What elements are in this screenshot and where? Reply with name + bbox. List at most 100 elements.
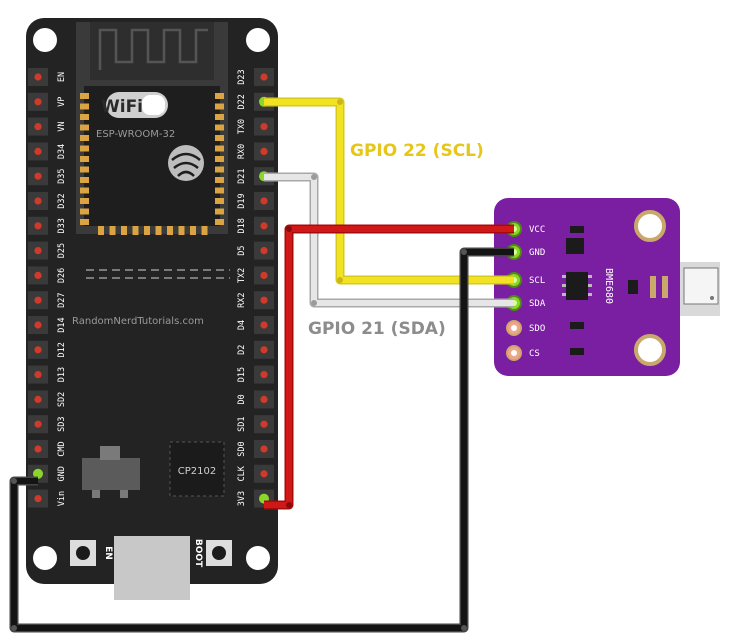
watermark: RandomNerdTutorials.com [72,316,204,327]
sensor-name: BME680 [603,268,614,304]
pin-pad [260,470,268,478]
pin-sd1: SD1 [237,415,274,434]
pin-label: Vin [57,491,67,506]
pin-vn: VN [28,117,67,136]
pin-pad [260,123,268,131]
module-pad [144,226,150,235]
module-pad [167,226,173,235]
pin-pad [260,395,268,403]
wires [9,97,514,633]
mount-hole-bottom-left [33,546,57,570]
module-pad [132,226,139,235]
wifi-logo-text: WiFi [101,97,143,117]
pin-pad [34,222,42,230]
sensor-ic [562,272,592,300]
module-pad [215,198,224,204]
sensor-regulator [566,238,584,254]
sensor-pin-label: SCL [529,276,545,286]
pin-d2: D2 [237,340,274,359]
module-pad [215,124,224,131]
pin-label: TX2 [237,268,247,283]
pin-pad [34,123,42,131]
pin-label: RX0 [237,144,247,159]
cp2102-chip: CP2102 [169,441,225,497]
pin-pad [34,197,42,205]
pin-label: D12 [57,342,67,357]
pin-pad [260,420,268,428]
pin-d19: D19 [237,192,274,210]
pin-label: D0 [237,394,247,404]
module-pad [80,103,89,110]
pin-label: RX2 [237,293,247,308]
module-pad [215,135,224,141]
pin-tx0: TX0 [237,117,274,136]
pin-d35: D35 [28,167,67,186]
pin-pad [260,271,268,279]
module-pad [80,198,89,204]
sensor-pin-hole [511,350,517,356]
pin-en: EN [28,68,67,86]
pin-pad [260,197,268,205]
pin-pad [260,321,268,329]
pin-pad [260,296,268,304]
module-pad [215,187,224,194]
pin-pad [260,147,268,155]
pin-pad [34,495,42,503]
module-pad [215,208,224,215]
pin-d33: D33 [28,216,67,235]
en-button[interactable] [70,540,96,566]
boot-button-label: BOOT [193,539,203,568]
pin-tx2: TX2 [237,266,274,285]
antenna-area [90,22,214,80]
pin-label: D23 [237,69,247,84]
mount-hole-bottom-right [246,546,270,570]
module-pad [80,156,89,162]
pin-label: D27 [57,293,67,308]
pin-pad [33,468,43,479]
pin-d23: D23 [237,68,274,86]
gnd-wire [11,249,514,631]
sensor-pin-label: CS [529,349,540,359]
pin-label: GND [57,466,67,481]
pin-label: D19 [237,193,247,208]
pin-rx2: RX2 [237,291,274,310]
pin-sd3: SD3 [28,415,67,434]
usb-connector [114,536,190,600]
sda-wire [264,174,514,306]
module-pad [190,226,196,235]
pin-label: D26 [57,268,67,283]
pin-d5: D5 [237,241,274,260]
pin-pad [34,321,42,329]
pin-d4: D4 [237,316,274,334]
left-pin-header: ENVPVND34D35D32D33D25D26D27D14D12D13SD2S… [28,68,67,508]
sensor-pin-label: SDA [529,299,546,309]
pin-rx0: RX0 [237,142,274,161]
module-pad [80,114,89,120]
module-pad [80,219,89,225]
voltage-regulator [82,446,140,498]
boot-button[interactable] [206,540,232,566]
pin-sd2: SD2 [28,390,67,409]
mount-hole-top-left [33,28,57,52]
module-pad [215,177,224,183]
chip-body [169,441,225,497]
pin-label: D22 [237,94,247,109]
module-name: ESP-WROOM-32 [96,129,175,140]
espressif-logo [168,145,204,181]
wire-joint-dots [11,99,467,631]
pin-label: SD1 [237,417,247,432]
vcc-wire [264,226,514,508]
wifi-logo: WiFi [101,92,168,118]
pin-label: D35 [57,169,67,184]
sensor-pin-cs: CS [506,345,540,361]
pin-label: SD3 [57,417,67,432]
sensor-pin-label: GND [529,248,545,258]
pin-pad [34,247,42,255]
module-pad [80,135,89,141]
module-pad [80,124,89,131]
esp32-board: WiFi ESP-WROOM-32 RandomNerdTutorials.co… [26,18,278,600]
module-pad [80,93,89,99]
module-pad [215,114,224,120]
